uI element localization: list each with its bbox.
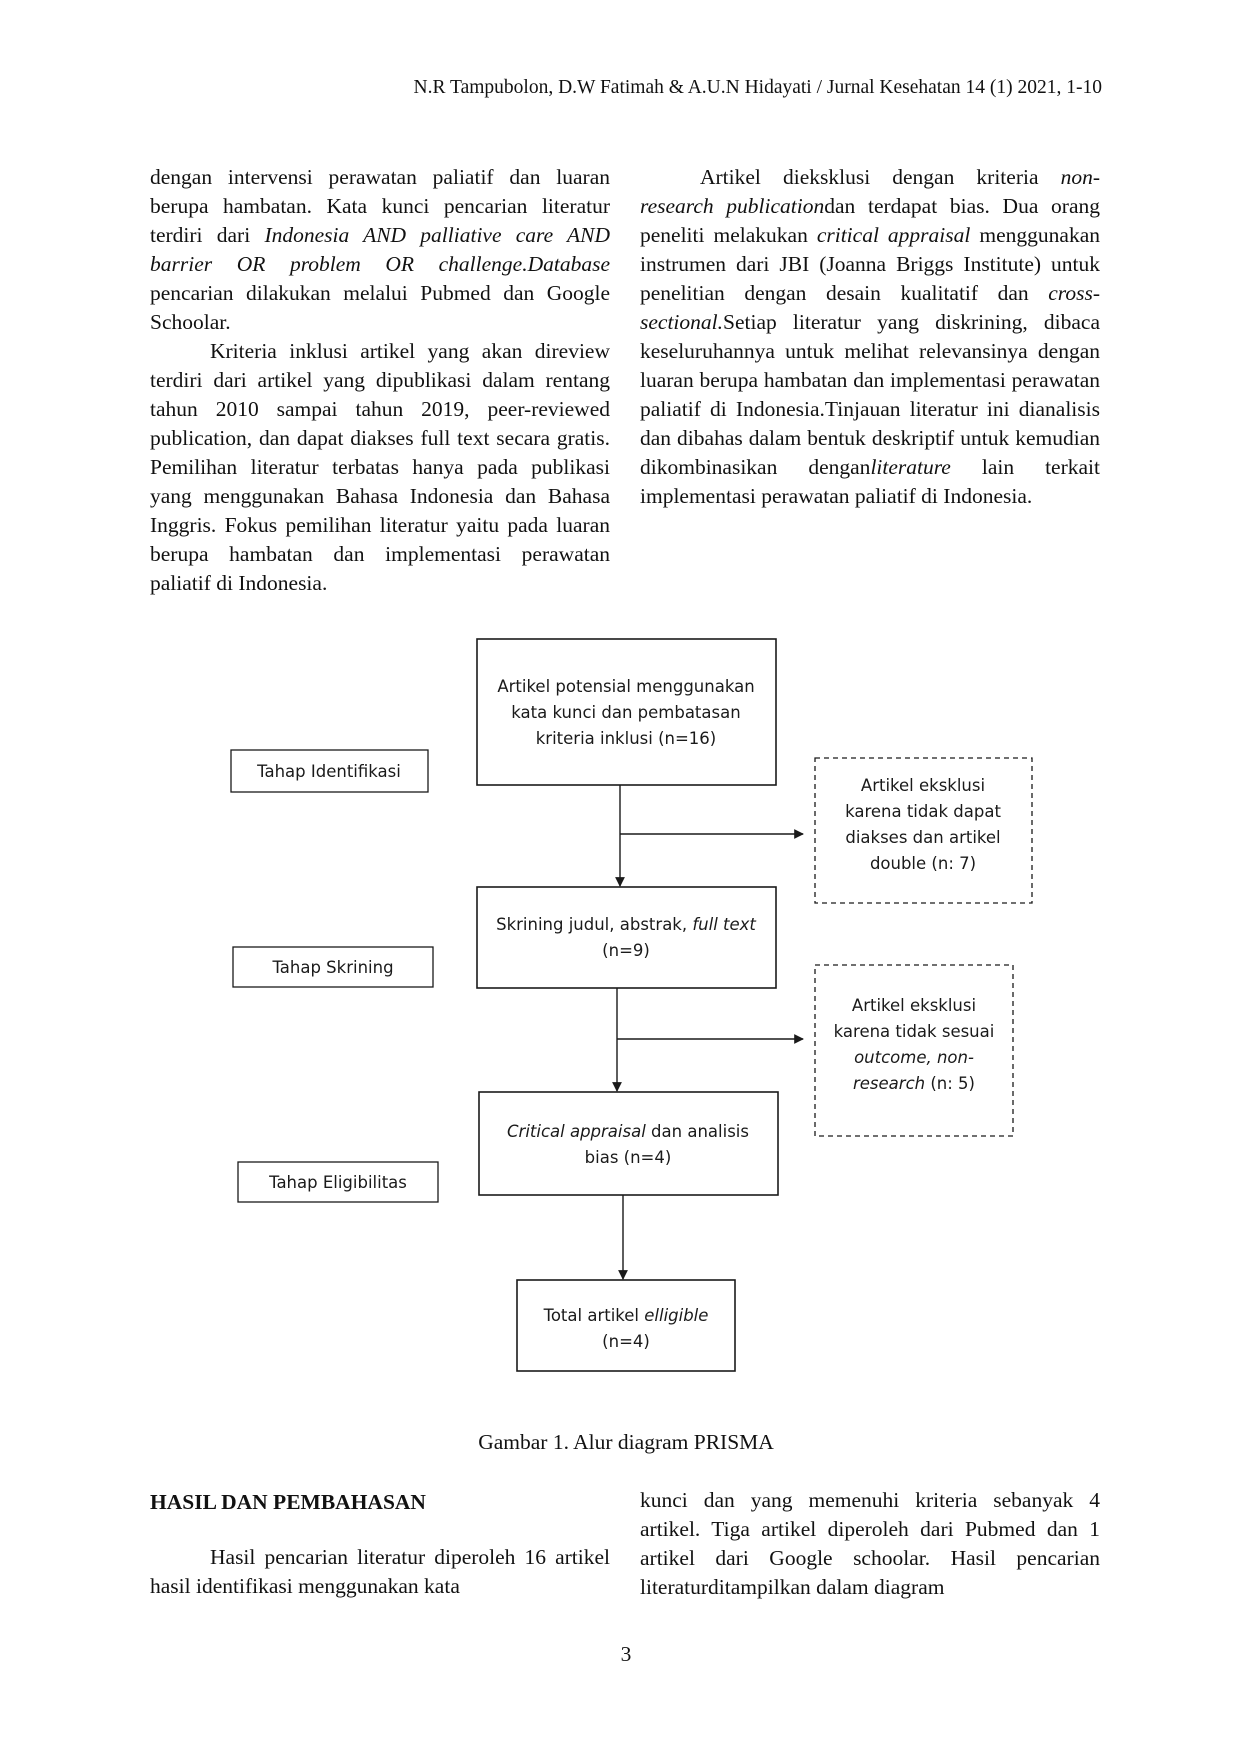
svg-text:Tahap Identifikasi: Tahap Identifikasi	[256, 762, 401, 781]
svg-text:(n=9): (n=9)	[602, 941, 650, 960]
svg-text:karena tidak dapat: karena tidak dapat	[845, 802, 1001, 821]
section-heading: HASIL DAN PEMBAHASAN	[150, 1490, 426, 1514]
svg-text:(n=4): (n=4)	[602, 1332, 650, 1351]
critical-appraisal-box: Critical appraisal dan analisis bias (n=…	[478, 1091, 779, 1196]
excluded-articles-box-2: Artikel eksklusi karena tidak sesuai out…	[814, 964, 1014, 1137]
stage-label-eligibility: Tahap Eligibilitas	[237, 1161, 439, 1203]
eligible-articles-box: Total artikel elligible (n=4)	[516, 1279, 736, 1372]
svg-text:Tahap Eligibilitas: Tahap Eligibilitas	[268, 1173, 407, 1192]
inclusion-criteria-paragraph: Kriteria inklusi artikel yang akan direv…	[150, 339, 610, 595]
exclusion-criteria-paragraph: Artikel dieksklusi dengan kriteria non-r…	[640, 165, 1101, 508]
methods-paragraph-1: dengan intervensi perawatan paliatif dan…	[150, 165, 610, 334]
svg-text:outcome, non-: outcome, non-	[854, 1048, 974, 1067]
page-number: 3	[620, 1642, 632, 1666]
stage-label-identification: Tahap Identifikasi	[230, 749, 429, 793]
svg-text:kata kunci dan pembatasan: kata kunci dan pembatasan	[511, 703, 740, 722]
flow-arrows	[612, 785, 804, 1280]
svg-text:Total artikel elligible: Total artikel elligible	[543, 1306, 709, 1325]
svg-text:Artikel eksklusi: Artikel eksklusi	[861, 776, 985, 795]
svg-text:kriteria inklusi (n=16): kriteria inklusi (n=16)	[536, 729, 717, 748]
excluded-articles-box-1: Artikel eksklusi karena tidak dapat diak…	[814, 757, 1033, 904]
identified-articles-box: Artikel potensial menggunakan kata kunci…	[476, 638, 777, 786]
results-paragraph-start: Hasil pencarian literatur diperoleh 16 a…	[150, 1545, 610, 1598]
screening-box: Skrining judul, abstrak, full text (n=9)	[476, 886, 777, 989]
svg-text:Tahap Skrining: Tahap Skrining	[271, 958, 393, 977]
left-column: dengan intervensi perawatan paliatif dan…	[150, 163, 610, 598]
svg-text:research (n: 5): research (n: 5)	[853, 1074, 975, 1093]
results-right-column: kunci dan yang memenuhi kriteria sebanya…	[640, 1486, 1100, 1602]
figure-caption: Gambar 1. Alur diagram PRISMA	[478, 1430, 774, 1454]
svg-text:diakses dan artikel: diakses dan artikel	[845, 828, 1000, 847]
svg-text:Skrining judul, abstrak, full: Skrining judul, abstrak, full text	[496, 915, 756, 934]
right-column: Artikel dieksklusi dengan kriteria non-r…	[640, 163, 1100, 511]
running-header: N.R Tampubolon, D.W Fatimah & A.U.N Hida…	[413, 77, 1102, 98]
svg-text:Artikel potensial menggunakan: Artikel potensial menggunakan	[497, 677, 754, 696]
svg-text:Artikel eksklusi: Artikel eksklusi	[852, 996, 976, 1015]
svg-text:bias (n=4): bias (n=4)	[585, 1148, 672, 1167]
svg-text:karena tidak sesuai: karena tidak sesuai	[834, 1022, 995, 1041]
results-paragraph-continued: kunci dan yang memenuhi kriteria sebanya…	[640, 1488, 1100, 1599]
svg-text:Critical appraisal dan analisi: Critical appraisal dan analisis	[507, 1122, 749, 1141]
stage-label-screening: Tahap Skrining	[232, 946, 434, 988]
svg-text:double (n: 7): double (n: 7)	[870, 854, 976, 873]
results-left-column: HASIL DAN PEMBAHASAN Hasil pencarian lit…	[150, 1490, 610, 1601]
